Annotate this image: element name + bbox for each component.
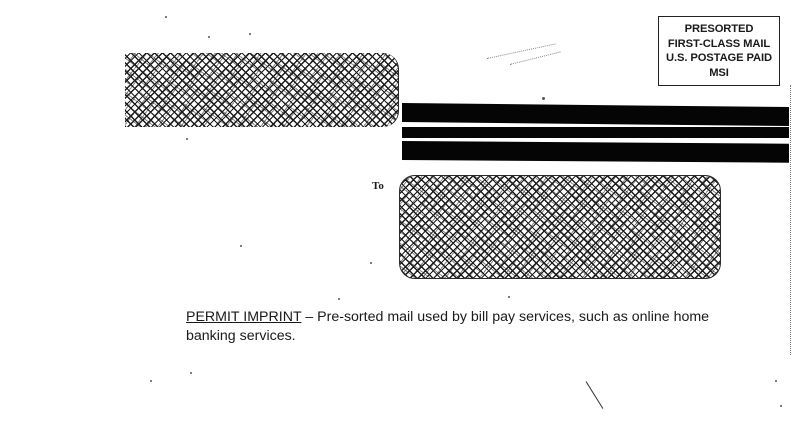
scan-speck bbox=[165, 16, 167, 18]
return-address-window-redacted bbox=[125, 53, 399, 127]
recipient-to-label: To bbox=[372, 180, 384, 192]
permit-imprint-caption: PERMIT IMPRINT – Pre-sorted mail used by… bbox=[186, 308, 726, 345]
scan-speck bbox=[249, 33, 251, 35]
recipient-address-window-redacted bbox=[399, 175, 721, 279]
scan-speck bbox=[208, 36, 210, 38]
scan-artifact-scribble bbox=[486, 43, 556, 59]
indicia-line-presorted: PRESORTED bbox=[684, 23, 754, 35]
indicia-line-first-class: FIRST-CLASS MAIL bbox=[667, 37, 771, 50]
scan-artifact-scribble bbox=[509, 51, 561, 65]
caption-term: PERMIT IMPRINT bbox=[186, 309, 302, 325]
scan-artifact-stroke bbox=[585, 381, 604, 409]
redaction-bar-2 bbox=[402, 127, 789, 138]
scan-speck bbox=[370, 262, 372, 264]
scan-speck bbox=[150, 380, 152, 382]
caption-separator: – bbox=[301, 309, 318, 325]
scan-speck bbox=[190, 372, 192, 374]
scan-speck bbox=[542, 97, 545, 100]
scan-speck bbox=[338, 298, 340, 300]
scan-speck bbox=[780, 405, 782, 407]
indicia-line-postage-paid: U.S. POSTAGE PAID bbox=[665, 52, 773, 64]
redaction-bar-3 bbox=[402, 141, 789, 163]
scan-speck bbox=[186, 138, 188, 140]
caption-description: Pre-sorted mail used by bill pay service… bbox=[186, 309, 710, 344]
scan-speck bbox=[508, 296, 510, 298]
indicia-line-permit-holder: MSI bbox=[709, 66, 729, 79]
scan-speck bbox=[240, 245, 242, 247]
scan-speck bbox=[775, 380, 777, 382]
redaction-bar-1 bbox=[402, 103, 789, 127]
scan-edge-line bbox=[790, 85, 791, 355]
postage-indicia-box: PRESORTED FIRST-CLASS MAIL U.S. POSTAGE … bbox=[658, 16, 780, 86]
